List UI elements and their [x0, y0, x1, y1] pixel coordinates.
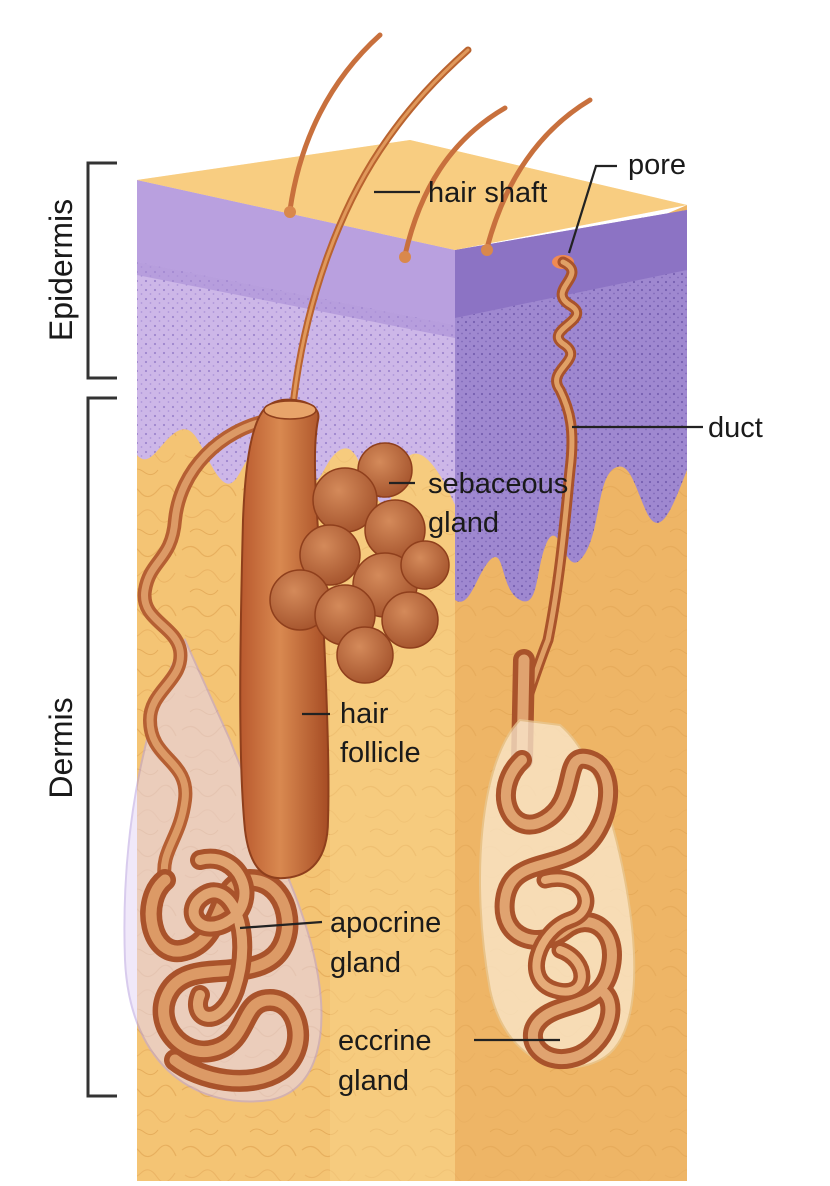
eccrine-label-line2: gland — [338, 1065, 409, 1097]
sebaceous-label-line1: sebaceous — [428, 468, 568, 500]
dermis-bracket — [88, 398, 117, 1096]
epidermis-bracket — [88, 163, 117, 378]
hair-shaft-label: hair shaft — [428, 177, 547, 209]
follicle-label-line2: follicle — [340, 737, 421, 769]
sebaceous-label-line2: gland — [428, 507, 499, 539]
epidermis-label: Epidermis — [43, 199, 79, 341]
apocrine-label-line1: apocrine — [330, 907, 441, 939]
duct-label: duct — [708, 412, 763, 444]
follicle-label-line1: hair — [340, 698, 389, 730]
pore-label: pore — [628, 149, 686, 181]
eccrine-label-line1: eccrine — [338, 1025, 432, 1057]
dermis-label: Dermis — [43, 697, 79, 798]
hair-follicle — [240, 400, 328, 879]
apocrine-label-line2: gland — [330, 947, 401, 979]
